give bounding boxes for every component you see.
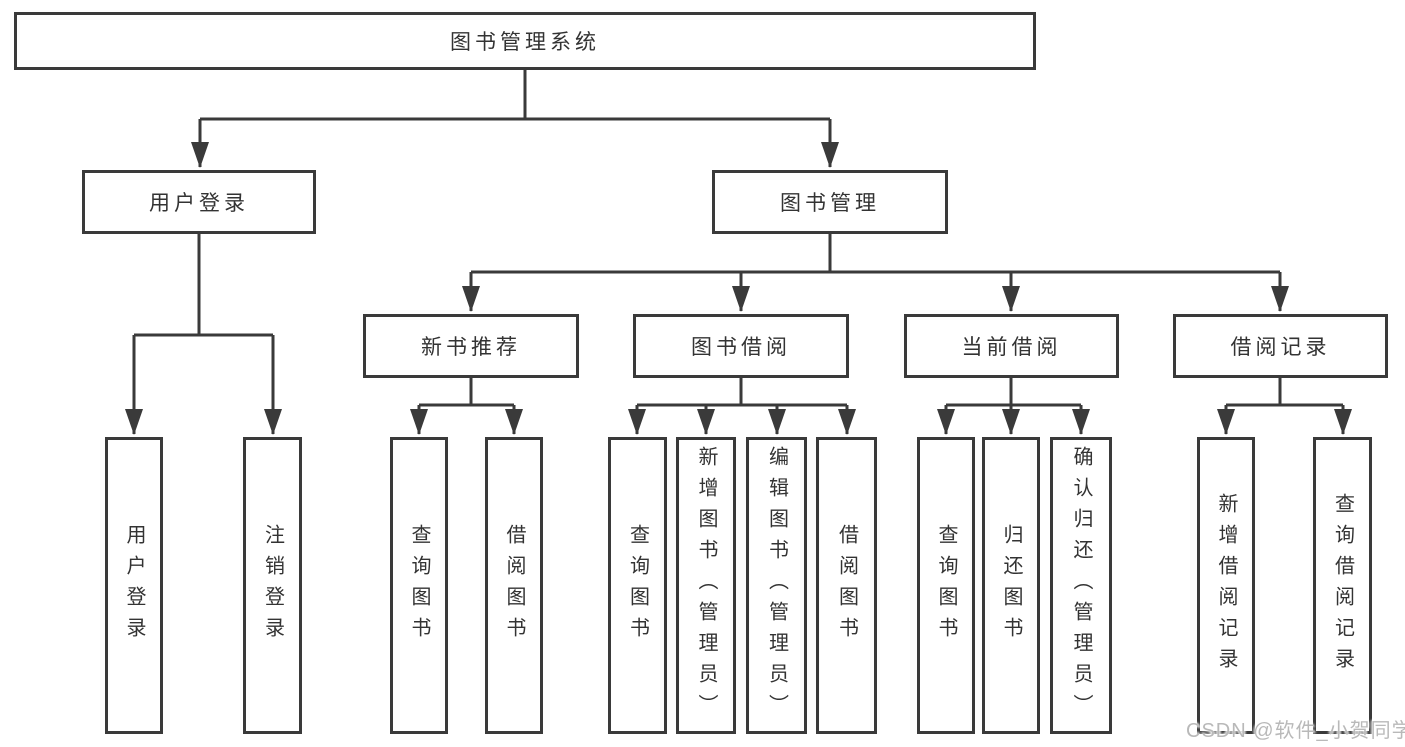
leaf-edit-book-admin: 编辑图书（管理员）: [746, 437, 807, 734]
leaf-search-books-3: 查询图书: [917, 437, 975, 734]
leaf-search-books-1-label: 查询图书: [408, 523, 430, 648]
leaf-confirm-return-admin-label: 确认归还（管理员）: [1070, 446, 1092, 725]
connector-bars: [134, 70, 1343, 407]
leaf-search-borrow-record-label: 查询借阅记录: [1331, 492, 1354, 679]
leaf-add-borrow-record: 新增借阅记录: [1197, 437, 1255, 734]
leaf-confirm-return-admin: 确认归还（管理员）: [1050, 437, 1112, 734]
leaf-edit-book-admin-label: 编辑图书（管理员）: [765, 446, 788, 725]
node-library-system: 图书管理系统: [14, 12, 1036, 70]
leaf-logout: 注销登录: [243, 437, 302, 734]
node-book-management: 图书管理: [712, 170, 948, 234]
leaf-search-books-2-label: 查询图书: [626, 523, 649, 648]
leaf-add-borrow-record-label: 新增借阅记录: [1215, 492, 1237, 679]
node-current-borrowing: 当前借阅: [904, 314, 1119, 378]
node-new-book-recommendation: 新书推荐: [363, 314, 579, 378]
node-book-borrowing: 图书借阅: [633, 314, 849, 378]
leaf-search-books-3-label: 查询图书: [935, 523, 957, 648]
leaf-add-book-admin-label: 新增图书（管理员）: [695, 446, 717, 725]
leaf-add-book-admin: 新增图书（管理员）: [676, 437, 736, 734]
leaf-logout-label: 注销登录: [261, 523, 284, 648]
leaf-search-books-1: 查询图书: [390, 437, 448, 734]
leaf-borrow-books-1: 借阅图书: [485, 437, 543, 734]
leaf-return-books: 归还图书: [982, 437, 1040, 734]
node-user-login: 用户登录: [82, 170, 316, 234]
leaf-search-books-2: 查询图书: [608, 437, 667, 734]
leaf-borrow-books-1-label: 借阅图书: [503, 523, 525, 648]
leaf-user-login: 用户登录: [105, 437, 163, 734]
leaf-search-borrow-record: 查询借阅记录: [1313, 437, 1372, 734]
leaf-borrow-books-2: 借阅图书: [816, 437, 877, 734]
node-borrowing-records: 借阅记录: [1173, 314, 1388, 378]
leaf-return-books-label: 归还图书: [1000, 523, 1022, 648]
csdn-watermark: CSDN @软件_小贺同学: [1186, 720, 1405, 742]
leaf-user-login-label: 用户登录: [123, 523, 145, 648]
leaf-borrow-books-2-label: 借阅图书: [835, 523, 858, 648]
